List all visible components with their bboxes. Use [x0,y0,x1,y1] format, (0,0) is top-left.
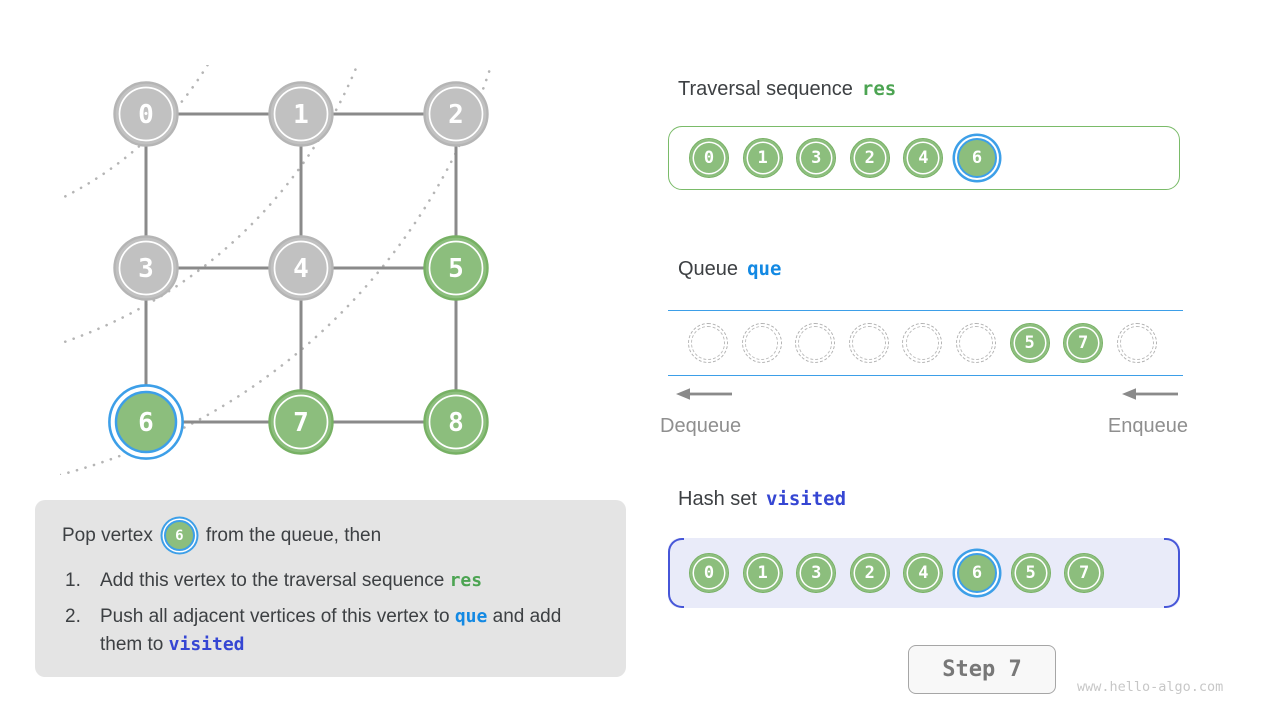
hashset-chip-5: 5 [1010,553,1051,593]
queue-slot-inner-ring [851,326,886,360]
hashset-right-bracket [1164,538,1180,608]
queue-slot-empty [848,323,889,363]
step-button[interactable]: Step 7 [908,645,1056,694]
queue-slot-empty [1116,323,1157,363]
explanation-intro-suffix: from the queue, then [205,524,382,546]
queue-slot-inner-ring [744,326,779,360]
queue-slot-empty [741,323,782,363]
sequence-chip-4: 4 [903,138,944,178]
sequence-chip-1: 1 [742,138,783,178]
explanation-step-number: 1. [65,570,81,591]
graph-vertex-label: 3 [138,254,154,284]
bfs-level-arc-2 [60,65,359,345]
graph-vertex-label: 6 [138,408,154,438]
queue-slot-5: 5 [1009,323,1050,363]
queue-label: Queue [678,258,739,280]
graph-vertex-label: 0 [138,100,154,130]
visited-token: visited [765,488,847,510]
explanation-step-number: 2. [65,605,81,627]
traversal-sequence-label: Traversal sequence [678,78,853,100]
hashset-left-bracket [668,538,684,608]
explanation-intro-prefix: Pop vertex [62,524,153,546]
hashset-chip-3: 3 [796,553,837,593]
queue-title: Queue que [678,258,781,281]
graph-vertex-3: 3 [113,235,179,301]
graph-vertex-label: 5 [448,254,464,284]
graph-vertex-7: 7 [268,389,334,455]
explanation-steps: 1. Add this vertex to the traversal seque… [62,567,600,660]
code-token-visited: visited [168,634,245,655]
queue-slot-7: 7 [1063,323,1104,363]
queue-slot-empty [688,323,728,363]
current-vertex-badge: 6 [163,520,195,551]
queue-slot-inner-ring [959,326,993,360]
que-token: que [747,258,782,280]
explanation-step-text: Push all adjacent vertices of this verte… [100,605,562,656]
hashset-chip-1: 1 [742,553,783,593]
graph-canvas: 0 1 2 3 4 5 6 7 8 [60,65,493,475]
graph-vertex-1: 1 [268,81,334,147]
watermark-text: www.hello-algo.com [1077,679,1224,695]
explanation-step-2: 2. Push all adjacent vertices of this ver… [62,603,600,660]
hashset-chip-6: 6 [956,553,997,593]
graph-vertex-5: 5 [423,235,489,301]
explanation-step-1: 1. Add this vertex to the traversal seque… [62,567,600,596]
queue-slot-inner-ring [691,326,725,360]
queue-slot-inner-ring [1119,326,1154,360]
current-vertex-badge-label: 6 [175,527,184,544]
queue-slot-empty [955,323,996,363]
hashset-chip-0: 0 [689,553,729,593]
hashset-chip-2: 2 [849,553,890,593]
sequence-chip-6: 6 [956,138,997,178]
queue-slot-empty [795,323,836,363]
code-token-res: res [449,570,483,591]
graph-vertex-2: 2 [423,81,489,147]
code-token-que: que [454,605,488,627]
graph-vertex-4: 4 [268,235,334,301]
queue-slot-empty [902,323,943,363]
enqueue-arrow-icon [1122,388,1178,400]
graph-vertex-label: 7 [293,408,309,438]
hashset-label: Hash set [678,488,757,510]
graph-vertex-0: 0 [113,81,179,147]
hashset-title: Hash set visited [678,488,846,511]
explanation-intro: Pop vertex 6 from the queue, then [62,520,600,551]
graph-vertex-label: 8 [448,408,464,438]
dequeue-label: Dequeue [660,415,742,437]
sequence-chip-3: 3 [796,138,837,178]
graph-vertex-label: 4 [293,254,309,284]
enqueue-label: Enqueue [1107,415,1188,437]
queue-arrows [660,387,1188,401]
explanation-step-text: Add this vertex to the traversal sequenc… [100,570,483,591]
graph-vertex-label: 2 [448,100,464,130]
res-token: res [861,78,897,100]
hashset-chip-4: 4 [903,553,944,593]
graph-vertex-label: 1 [293,100,309,130]
traversal-sequence-title: Traversal sequence res [678,78,896,101]
graph-vertex-6: 6 [108,384,184,460]
queue-slot-inner-ring [905,326,940,360]
sequence-chip-0: 0 [689,138,729,178]
hashset-chip-7: 7 [1064,553,1105,593]
dequeue-arrow-icon [676,388,732,400]
queue-slot-inner-ring [798,326,832,360]
sequence-chip-2: 2 [849,138,890,178]
queue-endpoint-labels: Dequeue Enqueue [660,415,1188,438]
explanation-box: Pop vertex 6 from the queue, then 1. Add … [35,500,626,677]
graph-vertex-8: 8 [423,389,489,455]
